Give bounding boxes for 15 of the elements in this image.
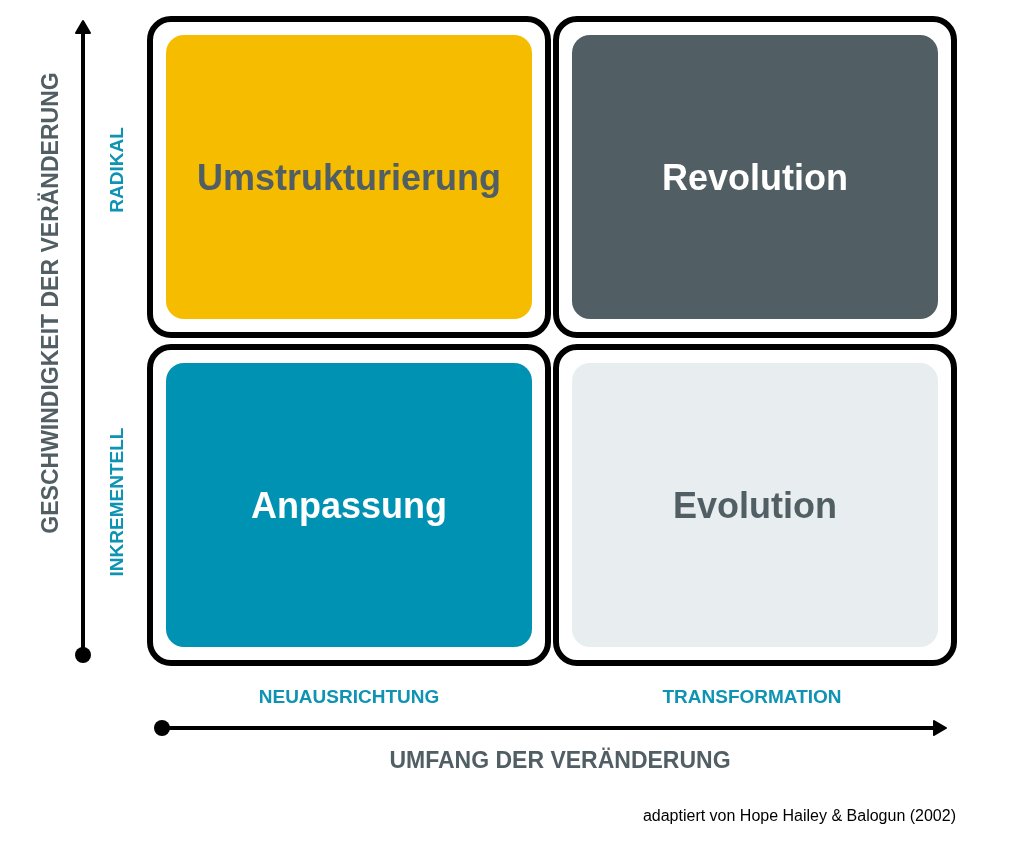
axis-category-label: NEUAUSRICHTUNG: [258, 686, 440, 706]
quadrant-title: Anpassung: [250, 483, 448, 528]
quadrant-frame: [553, 16, 957, 338]
quadrant-frame: [147, 16, 551, 338]
axis-category-label: TRANSFORMATION: [662, 686, 842, 706]
quadrant-title: Umstrukturierung: [196, 155, 502, 200]
quadrant-title: Evolution: [672, 483, 838, 528]
axis-title: UMFANG DER VERÄNDERUNG: [389, 748, 731, 772]
quadrant-frame: [553, 344, 957, 666]
axis-category-label: INKREMENTELL: [106, 427, 126, 577]
quadrant-frame: [147, 344, 551, 666]
axis-category-label: RADIKAL: [106, 127, 126, 213]
quadrant-title: Revolution: [661, 155, 849, 200]
source-caption: adaptiert von Hope Hailey & Balogun (2002): [642, 808, 956, 824]
axis-title: GESCHWINDIGKEIT DER VERÄNDERUNG: [38, 72, 62, 534]
